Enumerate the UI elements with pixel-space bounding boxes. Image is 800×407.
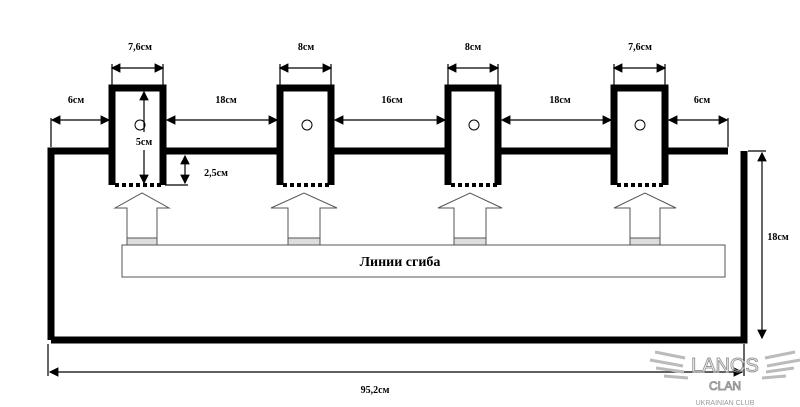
logo-subtitle: CLAN xyxy=(709,379,741,393)
spacing-dims: 6см 18см 16см 18см 6см xyxy=(50,95,729,147)
tab-width-dims: 7,6см 8см 8см 7,6см xyxy=(110,42,667,86)
hole-icon xyxy=(634,119,646,131)
logo-caption: UKRAINIAN CLUB xyxy=(696,400,755,407)
up-arrow-icon xyxy=(113,192,171,246)
tab-3 xyxy=(444,84,502,187)
dim-base-height: 18см xyxy=(767,232,788,243)
base-outline xyxy=(47,147,748,344)
dim-tab-4-width: 7,6см xyxy=(628,42,652,53)
lanos-clan-logo: LANOS CLAN UKRAINIAN CLUB xyxy=(649,350,800,407)
dim-spacing-5: 6см xyxy=(694,95,710,106)
up-arrow-icon xyxy=(270,192,338,246)
dim-tab-height: 5см xyxy=(136,137,152,148)
hole-icon xyxy=(468,119,480,131)
hole-icon xyxy=(301,119,313,131)
dim-tab-2-width: 8см xyxy=(298,42,314,53)
logo-title: LANOS xyxy=(691,355,759,377)
dim-tab-depth: 2,5см xyxy=(204,168,228,179)
up-arrow-icon xyxy=(613,192,677,246)
tab-4 xyxy=(610,84,669,187)
dim-spacing-3: 16см xyxy=(381,95,402,106)
hole-icon xyxy=(134,119,146,131)
dim-total-length: 95,2см xyxy=(361,385,390,396)
up-arrow-icon xyxy=(437,192,503,246)
fold-arrows xyxy=(113,192,677,246)
height-dims: 5см 2,5см xyxy=(136,90,228,186)
tab-2 xyxy=(276,84,335,187)
dim-spacing-1: 6см xyxy=(68,95,84,106)
fold-line-label: Линии сгиба xyxy=(360,255,441,270)
fold-line-box xyxy=(121,244,726,278)
dim-spacing-4: 18см xyxy=(549,95,570,106)
dim-tab-1-width: 7,6см xyxy=(128,42,152,53)
dim-spacing-2: 18см xyxy=(215,95,236,106)
tab-1 xyxy=(108,84,167,187)
dim-tab-3-width: 8см xyxy=(465,42,481,53)
